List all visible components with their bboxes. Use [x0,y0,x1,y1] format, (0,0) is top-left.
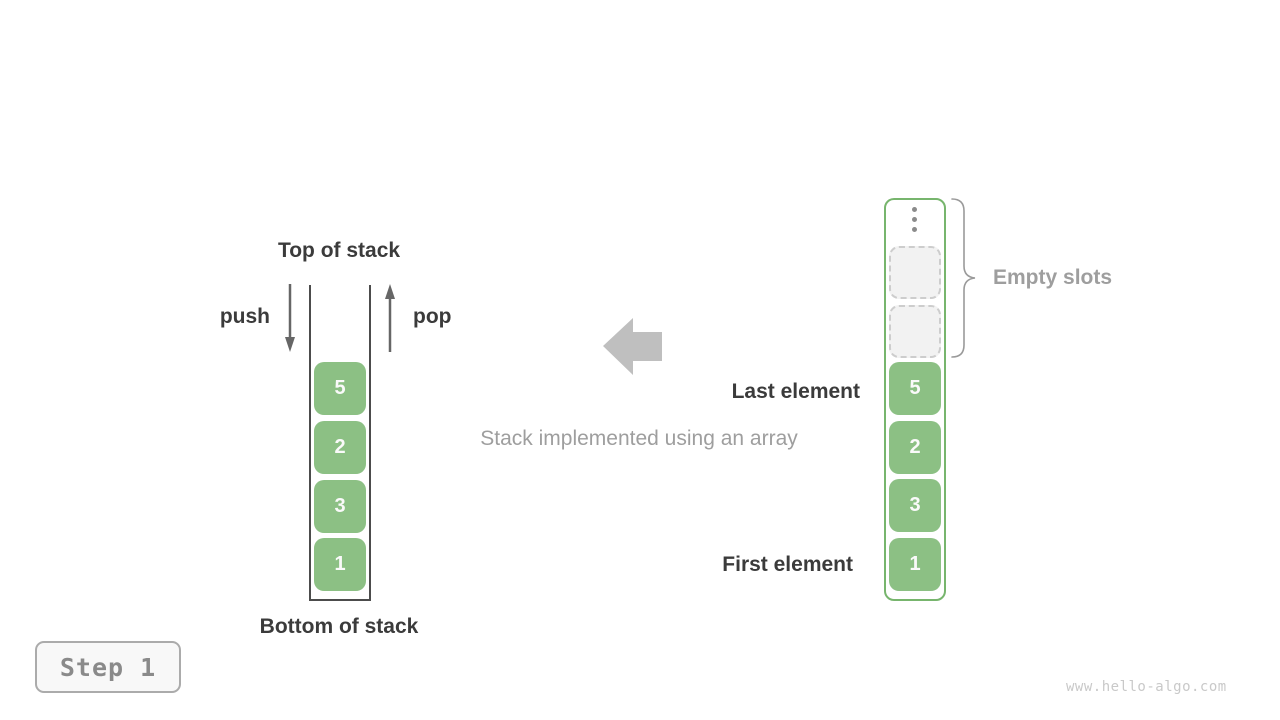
left-block-arrow-icon [603,318,662,375]
pop-label: pop [413,305,452,328]
first-element-label: First element [722,553,853,576]
push-label: push [219,305,270,328]
diagram-caption: Stack implemented using an array [480,427,798,450]
stack-container [309,285,371,601]
empty-slot [889,305,941,358]
stack-element: 1 [314,538,366,591]
empty-slots-label: Empty slots [993,266,1113,289]
stack-element: 2 [314,421,366,474]
top-of-stack-label: Top of stack [277,239,401,262]
ellipsis-icon [912,207,918,232]
stack-element: 5 [314,362,366,415]
array-element: 1 [889,538,941,591]
array-element: 2 [889,421,941,474]
last-element-label: Last element [731,380,860,403]
curly-brace-icon [951,198,976,358]
array-element: 5 [889,362,941,415]
array-element: 3 [889,479,941,532]
stack-element: 3 [314,480,366,533]
pop-up-arrow-icon [385,284,395,352]
push-down-arrow-icon [285,284,295,352]
watermark: www.hello-algo.com [1066,679,1227,695]
empty-slot [889,246,941,299]
bottom-of-stack-label: Bottom of stack [259,615,419,638]
step-badge: Step 1 [35,641,181,693]
